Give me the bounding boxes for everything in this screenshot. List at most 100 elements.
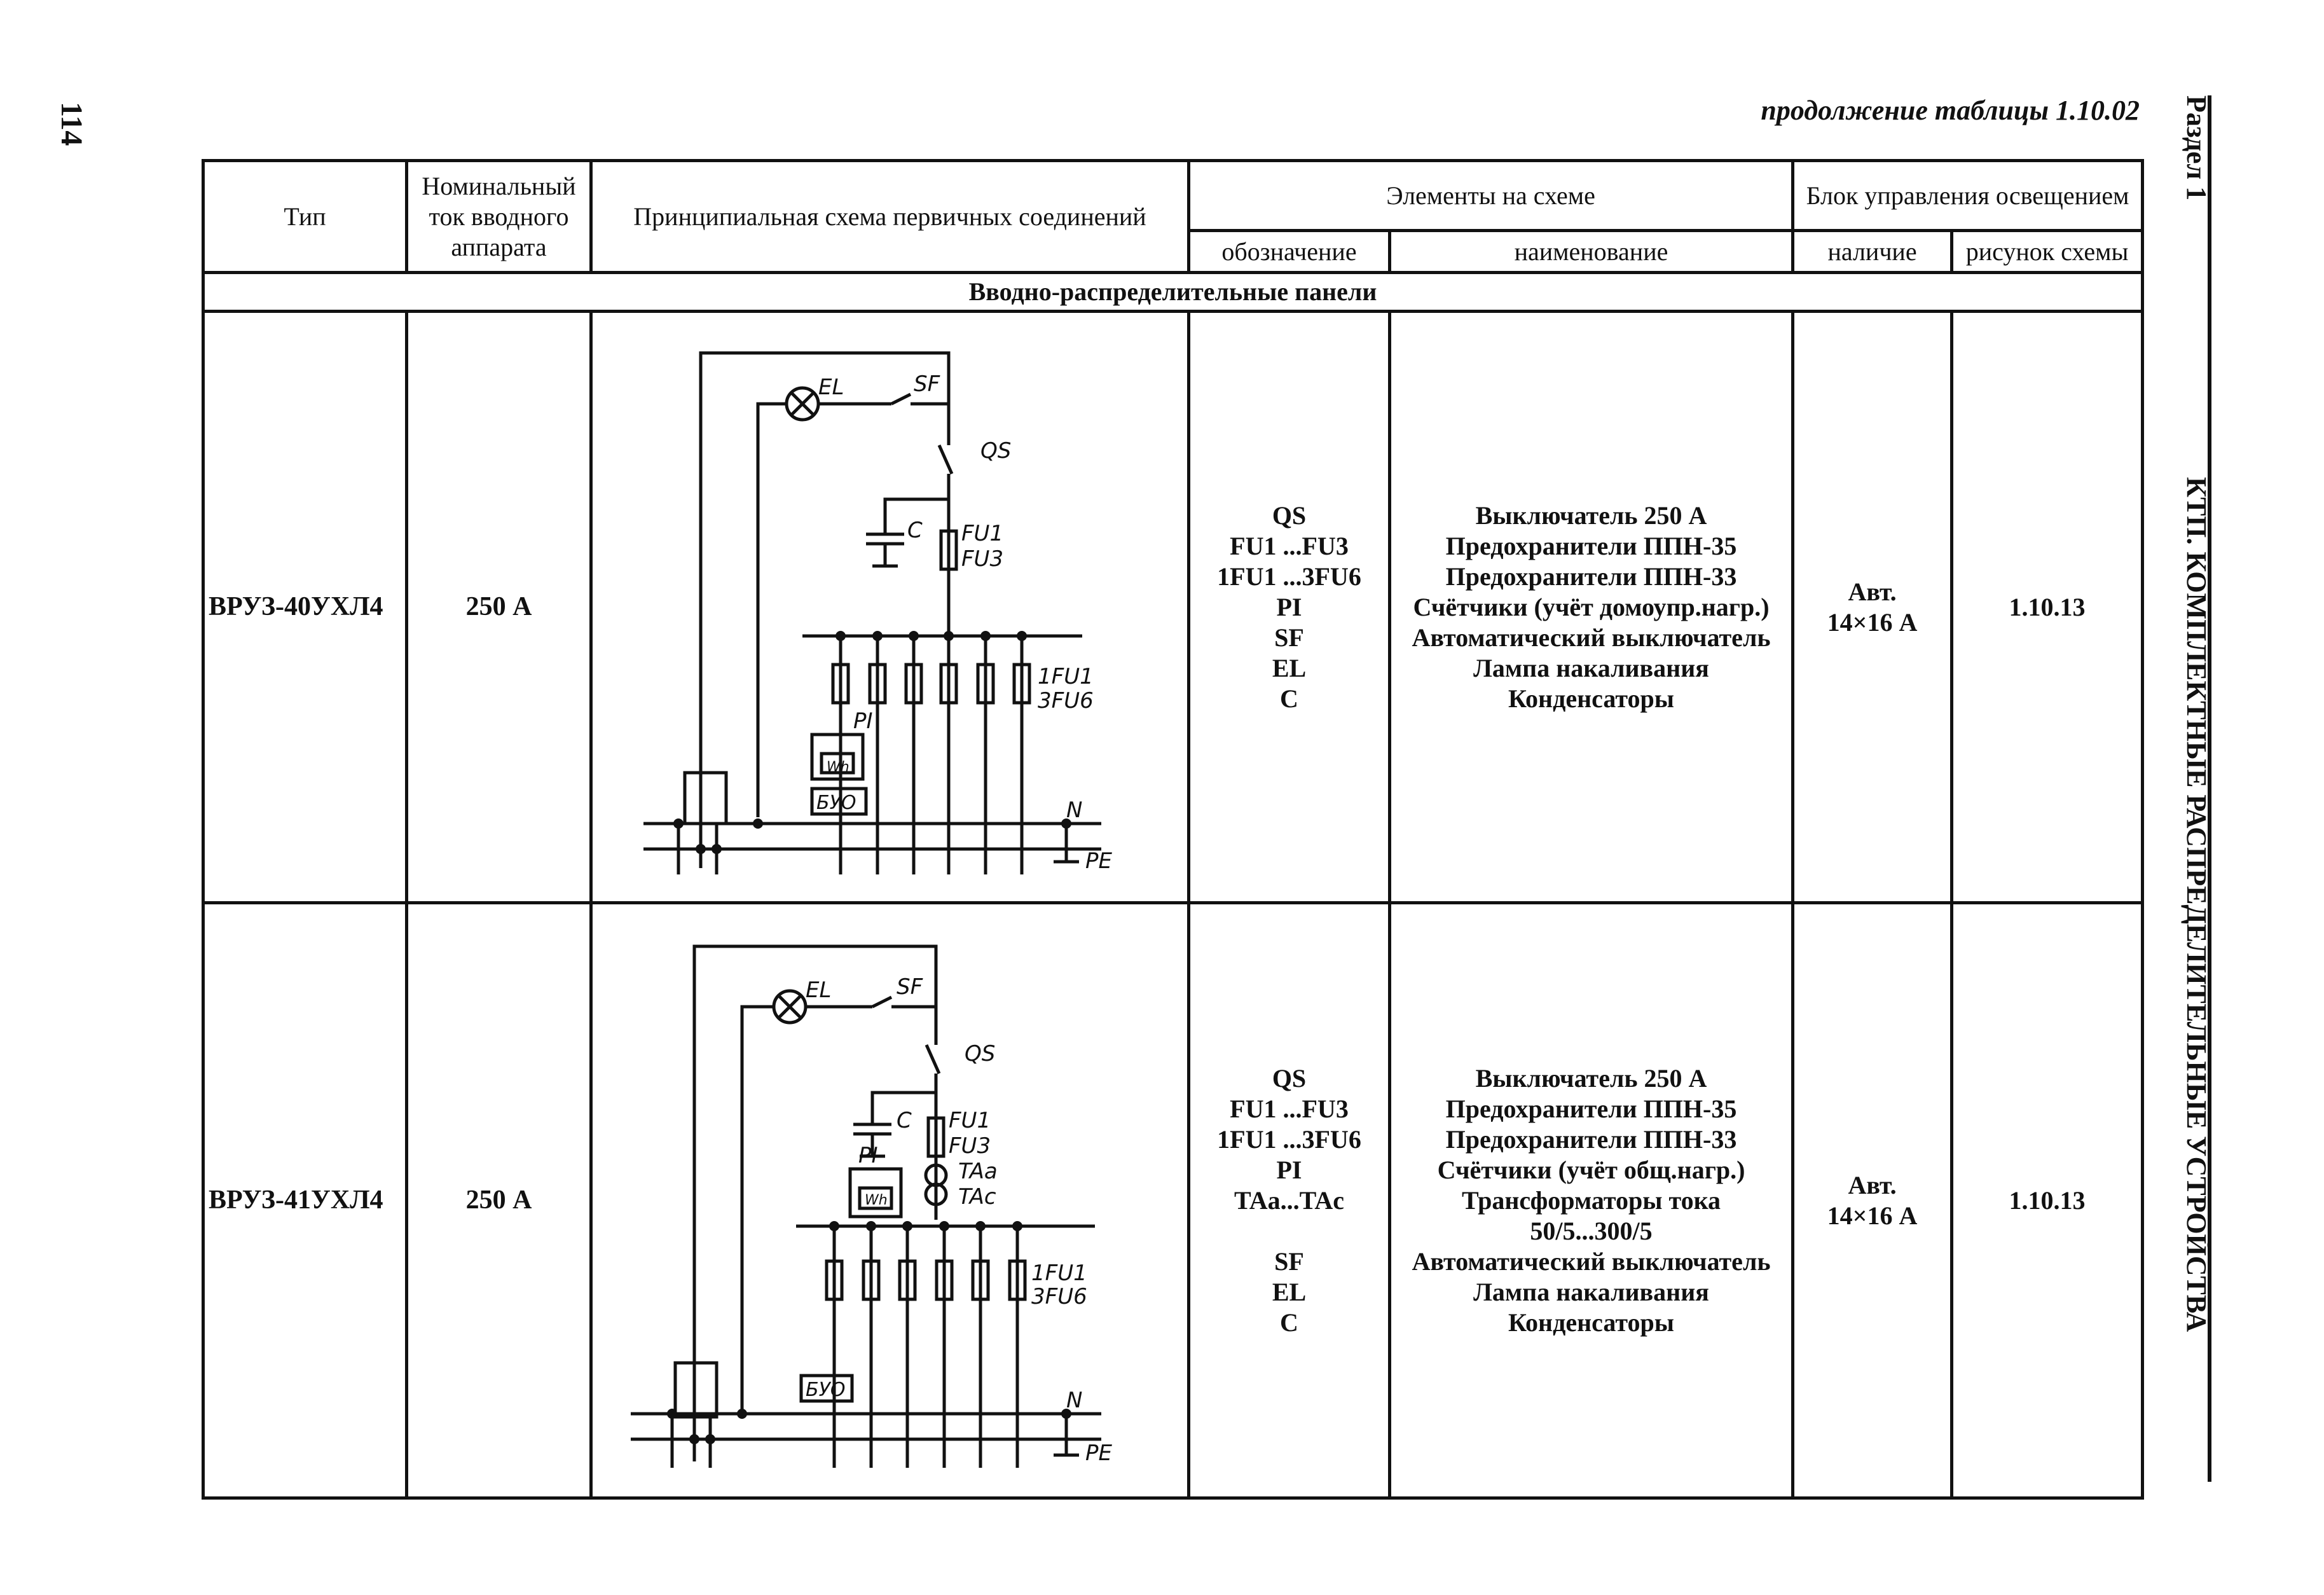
name-item: Автоматический выключатель (1412, 623, 1771, 652)
name-item: Счётчики (учёт общ.нагр.) (1437, 1155, 1745, 1184)
side-rule (2208, 95, 2211, 1482)
name-item: Лампа накаливания (1473, 1277, 1709, 1306)
designation-item: SF (1274, 1246, 1304, 1276)
label-fu1: FU1 (949, 1108, 991, 1133)
label-wh: Wh (827, 759, 849, 775)
row-type: ВРУЗ-40УХЛ4 (202, 310, 408, 904)
label-n: N (1066, 798, 1082, 823)
name-item: 50/5...300/5 (1530, 1216, 1653, 1245)
presence-line: Авт. (1848, 577, 1897, 606)
designation-item: SF (1274, 623, 1304, 652)
equipment-table: Тип Номинальный ток вводного аппарата Пр… (201, 159, 2145, 1500)
label-c: C (897, 1108, 912, 1133)
label-el: EL (806, 977, 831, 1003)
input-box-symbol (683, 771, 728, 825)
designation-item: C (1280, 684, 1298, 713)
label-fu3: FU3 (949, 1133, 991, 1159)
circuit-scheme-1: EL SF QS C FU1 FU3 PI Wh 1FU1 3FU6 БУО N… (643, 351, 1113, 874)
figure-cell: 1.10.13 (1950, 310, 2145, 904)
label-c: C (907, 518, 923, 543)
scheme-cell: EL SF QS C FU1 FU3 PI Wh 1FU1 3FU6 БУО N… (589, 310, 1190, 904)
designation-item: EL (1272, 653, 1307, 682)
name-item: Выключатель 250 А (1475, 1063, 1707, 1093)
table-continuation-note: продолжение таблицы 1.10.02 (1761, 95, 2140, 126)
presence-line: 14×16 А (1827, 1201, 1918, 1230)
designation-item: PI (1276, 592, 1302, 621)
fuse-fu1-fu3-symbol (926, 1116, 945, 1157)
meter-pi-symbol (848, 1167, 903, 1218)
capacitor-wire (883, 497, 949, 534)
section-title: КТП. КОМПЛЕКТНЫЕ РАСПРЕДЕЛИТЕЛЬНЫЕ УСТРО… (2181, 477, 2212, 1332)
label-pi: PI (853, 708, 873, 734)
name-item: Трансформаторы тока (1461, 1185, 1721, 1215)
designation-item: EL (1272, 1277, 1307, 1306)
header-presence: наличие (1791, 229, 1954, 274)
feeder-group (825, 1226, 1027, 1468)
row-type: ВРУЗ-41УХЛ4 (202, 901, 408, 1500)
presence-line: Авт. (1848, 1170, 1897, 1199)
section-title-row: Вводно-распределительные панели (201, 271, 2145, 313)
designation-item: FU1 ...FU3 (1230, 531, 1349, 560)
circuit-scheme-2: EL SF QS C FU1 FU3 PI Wh TAa TAc 1FU1 3F… (631, 944, 1113, 1468)
designation-item (1190, 1216, 1388, 1246)
header-scheme-figure: рисунок схемы (1950, 229, 2145, 274)
name-item: Лампа накаливания (1473, 653, 1709, 682)
table-row: ВРУЗ-41УХЛ4 250 А (202, 901, 2145, 1500)
name-item: Выключатель 250 А (1475, 501, 1707, 530)
label-el: EL (818, 375, 844, 400)
header-elements: Элементы на схеме (1186, 159, 1795, 232)
sf-switch-symbol (890, 392, 912, 405)
names-cell: Выключатель 250 А Предохранители ППН-35 … (1387, 310, 1795, 904)
label-qs: QS (965, 1041, 995, 1067)
label-wh: Wh (865, 1192, 888, 1208)
lamp-wire (740, 1005, 774, 1411)
name-item: Предохранители ППН-35 (1445, 1094, 1737, 1123)
qs-switch-symbol (937, 444, 954, 474)
label-fu-group-1: 1FU1 (1031, 1260, 1087, 1286)
lamp-wire (756, 402, 787, 817)
meter-pi-symbol (810, 733, 865, 780)
table-row: ВРУЗ-40УХЛ4 250 А (202, 310, 2145, 904)
designation-item: 1FU1 ...3FU6 (1217, 562, 1361, 591)
page-number: 114 (55, 102, 88, 146)
name-item: Предохранители ППН-33 (1445, 1124, 1737, 1154)
name-item: Конденсаторы (1508, 684, 1674, 713)
section-label: Раздел 1 (2181, 95, 2212, 201)
designation-item: C (1280, 1308, 1298, 1337)
designations-cell: QS FU1 ...FU3 1FU1 ...3FU6 PI SF EL C (1187, 310, 1391, 904)
designation-item: 1FU1 ...3FU6 (1217, 1124, 1361, 1154)
side-header: Раздел 1 КТП. КОМПЛЕКТНЫЕ РАСПРЕДЕЛИТЕЛЬН… (2180, 95, 2213, 1332)
header-designation: обозначение (1187, 229, 1391, 274)
designations-cell: QS FU1 ...FU3 1FU1 ...3FU6 PI TAa...TAc … (1187, 901, 1391, 1500)
name-item: Конденсаторы (1508, 1308, 1674, 1337)
label-pe: PE (1085, 848, 1113, 874)
label-buo: БУО (816, 792, 856, 814)
input-box-symbol (673, 1361, 719, 1418)
sf-switch-symbol (871, 995, 893, 1008)
presence-cell: Авт. 14×16 А (1791, 310, 1954, 904)
designation-item: PI (1276, 1155, 1302, 1184)
presence-line: 14×16 А (1827, 607, 1918, 637)
label-fu1: FU1 (961, 521, 1003, 546)
feeder-group (831, 635, 1031, 874)
name-item: Предохранители ППН-35 (1445, 531, 1737, 560)
label-pe: PE (1085, 1440, 1113, 1466)
header-scheme: Принципиальная схема первичных соединени… (589, 159, 1190, 274)
header-rated-current: Номинальный ток вводного аппарата (405, 159, 593, 274)
header-name: наименование (1387, 229, 1795, 274)
designation-item: QS (1272, 501, 1307, 530)
designation-item: FU1 ...FU3 (1230, 1094, 1349, 1123)
row-current: 250 А (405, 901, 593, 1500)
qs-switch-symbol (925, 1044, 941, 1074)
lighting-unit-buo-symbol (799, 1374, 854, 1402)
row-current: 250 А (405, 310, 593, 904)
label-sf: SF (914, 371, 940, 397)
scheme-cell: EL SF QS C FU1 FU3 PI Wh TAa TAc 1FU1 3F… (589, 901, 1190, 1500)
capacitor-wire (870, 1091, 936, 1124)
label-n: N (1066, 1388, 1082, 1413)
fuse-fu1-fu3-symbol (939, 529, 958, 570)
label-fu-group-2: 3FU6 (1038, 688, 1094, 714)
label-fu-group-1: 1FU1 (1038, 664, 1094, 689)
name-item: Предохранители ППН-33 (1445, 562, 1737, 591)
label-buo: БУО (806, 1379, 845, 1401)
